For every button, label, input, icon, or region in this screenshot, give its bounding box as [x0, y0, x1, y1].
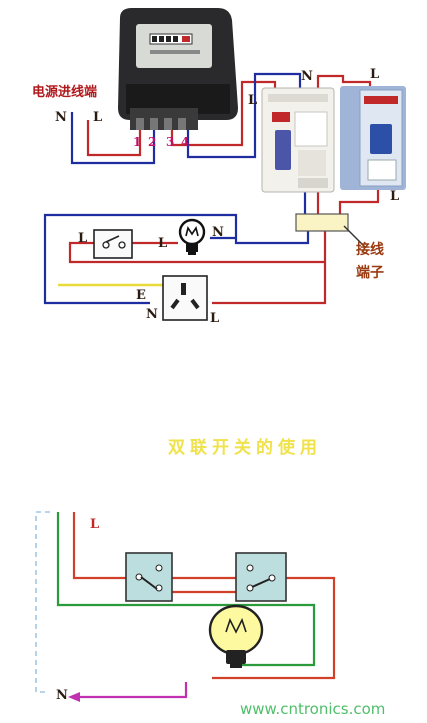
switch-l-left-label: L — [78, 231, 87, 246]
terminal-block-label-2: 端子 — [356, 264, 384, 281]
bottom-wires — [35, 511, 336, 702]
in-n-label: N — [55, 110, 67, 125]
terminal-4-label: 4 — [181, 135, 189, 149]
mcb-l-bottom-label: L — [390, 189, 399, 204]
wire-bottom-n — [72, 682, 188, 699]
bulb-icon — [208, 604, 264, 668]
socket-n-label: N — [146, 307, 158, 322]
mcb-l-top-label: L — [370, 67, 379, 82]
single-switch — [93, 229, 133, 259]
two-way-switch-left — [125, 552, 173, 602]
rcd-l-label: L — [248, 93, 257, 108]
electric-meter — [118, 8, 238, 130]
wire-bottom-green — [56, 512, 316, 667]
power-in-label: 电源进线端 — [32, 84, 97, 100]
wire-branch-n — [43, 213, 310, 305]
lamp-n-label: N — [212, 225, 224, 240]
rcd-breaker — [261, 87, 335, 193]
wire-meter-l-out — [170, 80, 277, 147]
terminal-2-label: 2 — [148, 135, 156, 149]
terminal-1-label: 1 — [133, 135, 141, 149]
wire-bottom-l — [72, 512, 126, 580]
terminal-3-label: 3 — [166, 135, 174, 149]
socket-l-label: L — [210, 311, 219, 326]
mcb-breaker — [340, 86, 406, 190]
wire-branch-l — [212, 230, 327, 305]
two-way-switch-right — [235, 552, 287, 602]
in-l-label: L — [93, 110, 102, 125]
rcd-n-label: N — [301, 69, 313, 84]
bottom-n-label: N — [56, 688, 68, 703]
wire-mcb-out — [338, 190, 380, 215]
wire-meter-n-out — [186, 72, 302, 159]
wire-dashed-return — [35, 511, 50, 693]
wire-rcd-mcb-l — [316, 74, 372, 90]
lamp-icon — [178, 218, 206, 255]
top-labels: 电源进线端 N L 1 2 3 4 N L L L L L N E N L 接线… — [32, 67, 399, 326]
wire-in-n — [70, 112, 156, 165]
two-way-switch-title: 双联开关的使用 — [168, 437, 322, 458]
switch-l-right-label: L — [158, 236, 167, 251]
watermark: www.cntronics.com — [240, 700, 385, 718]
terminal-block — [295, 213, 349, 232]
bottom-l-label: L — [90, 517, 99, 532]
socket-e-label: E — [136, 288, 146, 303]
wire-in-l — [86, 120, 142, 157]
socket-outlet — [162, 275, 208, 321]
top-wires — [43, 72, 380, 305]
terminal-block-label-1: 接线 — [356, 241, 384, 258]
